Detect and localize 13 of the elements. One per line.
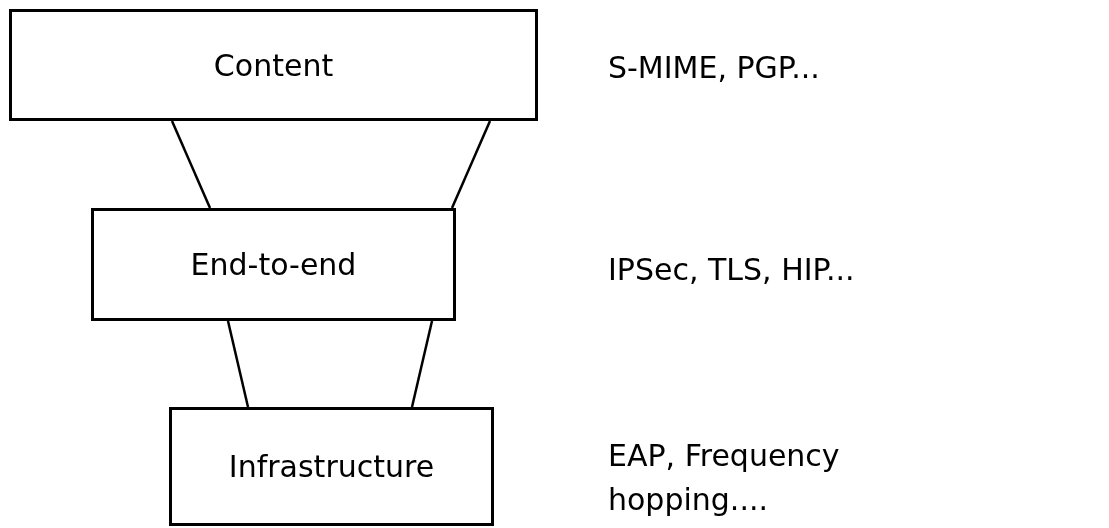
layer-box — [169, 407, 494, 526]
protocol-examples: IPSec, TLS, HIP... — [608, 251, 856, 289]
layer-name: Content — [213, 47, 334, 83]
connector-line — [410, 320, 434, 408]
protocol-examples: S-MIME, PGP... — [608, 49, 821, 87]
connector-line — [226, 320, 250, 408]
layer-name: Infrastructure — [228, 449, 435, 484]
connector-line — [450, 120, 492, 209]
layer-name: End-to-end — [190, 247, 357, 282]
layer-box — [91, 208, 456, 321]
protocol-examples: EAP, Frequency hopping.... — [608, 437, 841, 519]
connector-line — [170, 120, 212, 209]
layer-box — [9, 9, 538, 121]
